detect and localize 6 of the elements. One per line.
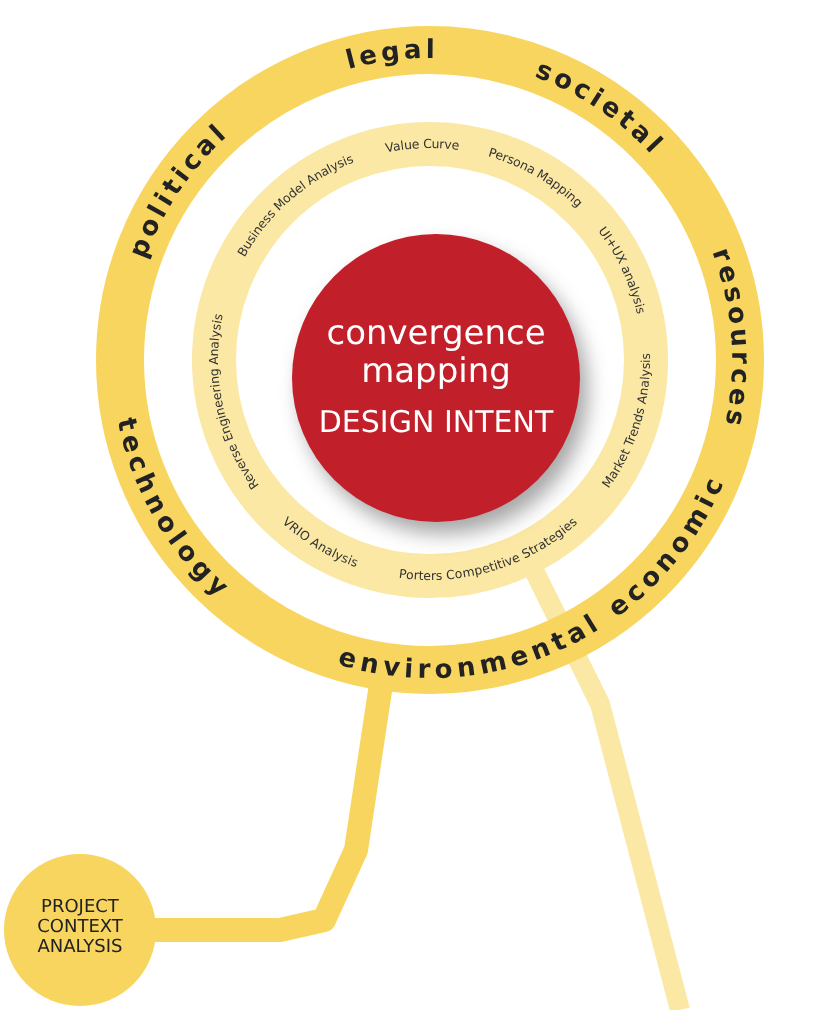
circle-label: PROJECT CONTEXT ANALYSIS [35,900,125,960]
ring-label: legal [342,34,440,76]
center-subtitle: DESIGN INTENT [318,406,554,440]
center-title: convergence mapping [324,316,548,391]
connector-line [525,567,690,1010]
connector-line [154,686,393,942]
